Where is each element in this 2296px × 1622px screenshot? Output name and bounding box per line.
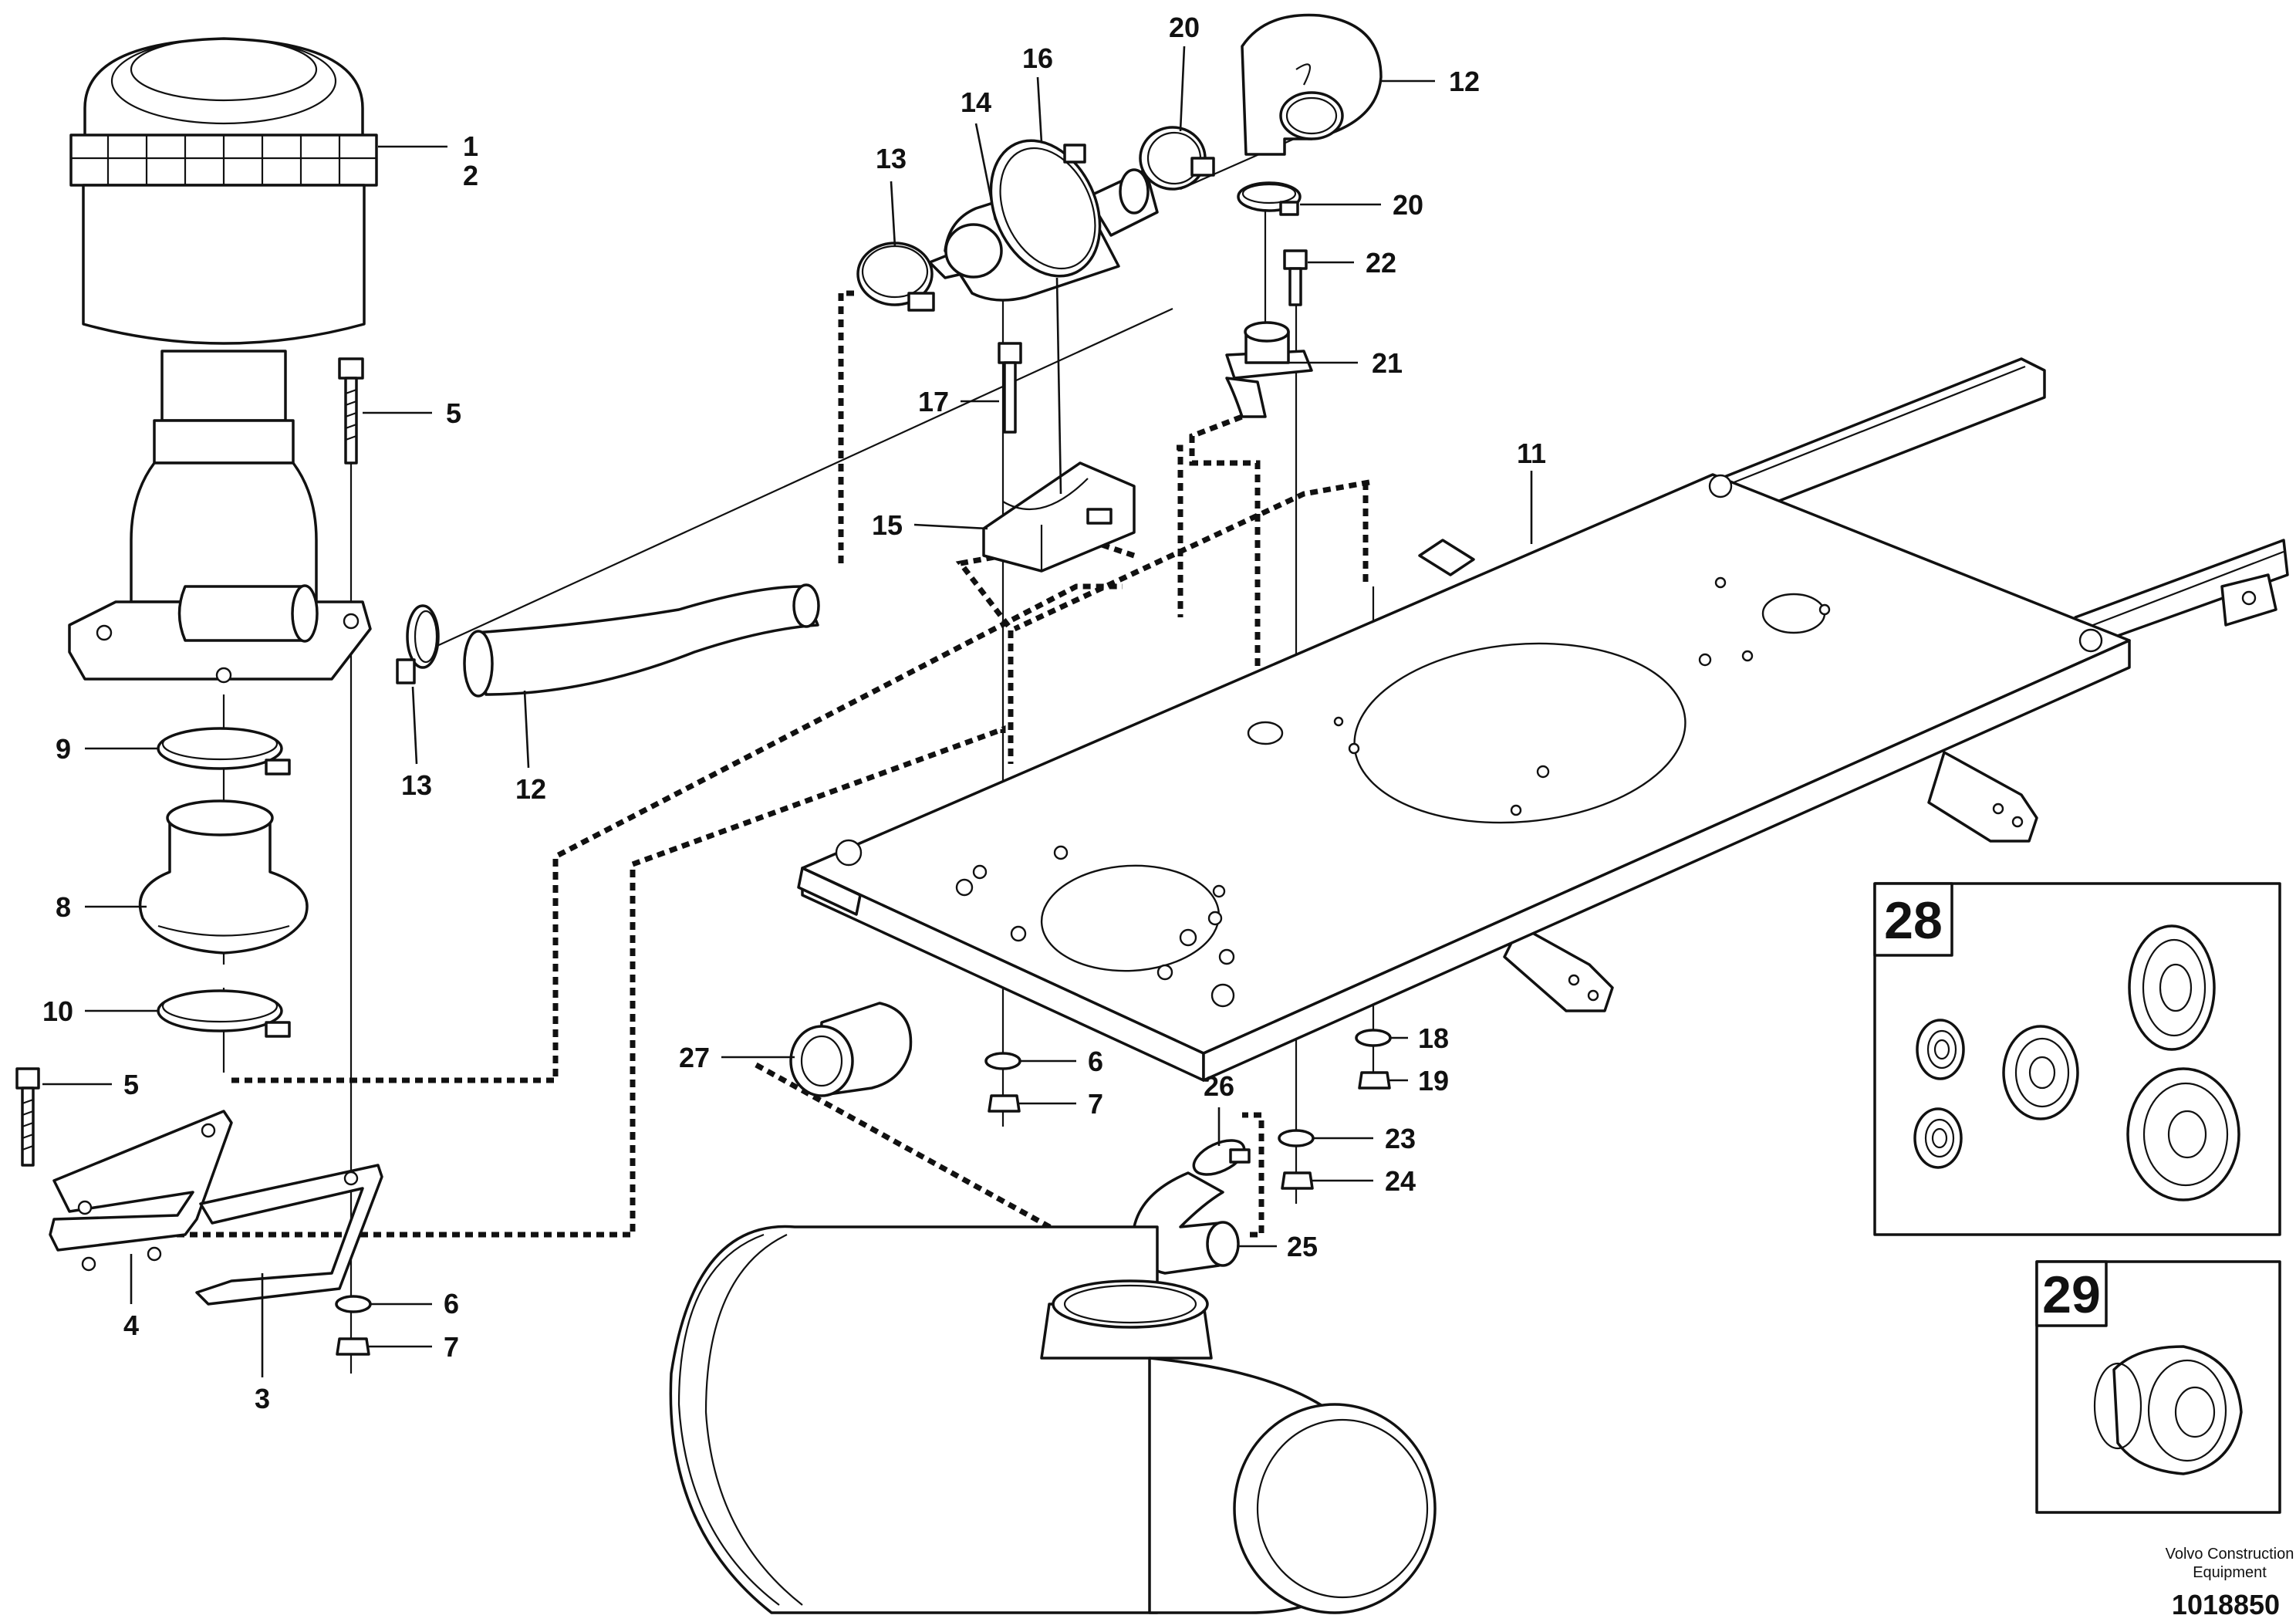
- grommet-small-1: [1916, 1019, 1965, 1080]
- hose-clamp-13-lower: [396, 604, 440, 684]
- inset-28: 28: [1873, 882, 2281, 1236]
- hose-clamp-20-upper: [1139, 126, 1215, 191]
- inset-28-label: 28: [1884, 891, 1943, 950]
- callout-17: 17: [918, 386, 949, 417]
- callout-16: 16: [1022, 42, 1053, 74]
- callout-labels: 1 2 3 4 5 5 6 6 7 7 8 9 10 11 12 12 13 1…: [42, 12, 1546, 1414]
- callout-19: 19: [1418, 1065, 1449, 1097]
- hose-12-lower: [463, 583, 820, 698]
- callout-25: 25: [1287, 1231, 1318, 1262]
- hose-clamp-26: [1192, 1139, 1251, 1176]
- callout-1: 1: [463, 130, 478, 162]
- callout-5-upper: 5: [446, 397, 461, 429]
- callout-23: 23: [1385, 1123, 1416, 1154]
- sleeve-27: [789, 1002, 913, 1097]
- air-cleaner-housing: [669, 1225, 1437, 1614]
- washer-6-center: [984, 1052, 1021, 1070]
- callout-9: 9: [56, 733, 71, 765]
- callout-12-lower: 12: [515, 773, 546, 805]
- elbow-12-upper: [1241, 13, 1383, 156]
- callout-12-upper: 12: [1449, 66, 1480, 97]
- bolt-5-upper: [338, 357, 364, 465]
- callout-4: 4: [123, 1309, 139, 1341]
- frame-legs: [1418, 539, 2038, 1012]
- bracket-3: [195, 1164, 383, 1306]
- callout-leaders: [42, 46, 1533, 1377]
- callout-5-lower: 5: [123, 1069, 139, 1100]
- callout-20-lower: 20: [1393, 189, 1423, 221]
- company-name-line2: Equipment: [2193, 1564, 2267, 1581]
- callout-3: 3: [255, 1383, 270, 1414]
- hose-clamp-9: [157, 727, 291, 776]
- callout-8: 8: [56, 891, 71, 923]
- mounting-plate-11: [797, 473, 2131, 1082]
- bolt-5-lower: [15, 1067, 40, 1167]
- inset-29-label: 29: [2042, 1265, 2101, 1324]
- grommet-medium: [2002, 1025, 2079, 1120]
- company-name-line1: Volvo Construction: [2166, 1546, 2294, 1563]
- air-precleaner-cap: [69, 37, 378, 194]
- callout-22: 22: [1366, 247, 1396, 279]
- pipe-bracket-21: [1225, 321, 1313, 418]
- hose-coupling-8: [138, 799, 309, 955]
- callout-13-lower: 13: [401, 769, 432, 801]
- grommet-large-1: [2128, 924, 2216, 1051]
- callout-11: 11: [1517, 438, 1546, 469]
- support-bracket-15: [982, 461, 1136, 573]
- callout-7-center: 7: [1088, 1088, 1103, 1120]
- callout-2: 2: [463, 160, 478, 191]
- callout-27: 27: [679, 1042, 710, 1073]
- hose-clamp-10: [157, 989, 291, 1038]
- grommet-29: [2093, 1345, 2243, 1475]
- nut-24: [1281, 1171, 1314, 1190]
- bolt-17: [998, 342, 1022, 434]
- callout-18: 18: [1418, 1022, 1449, 1054]
- callout-21: 21: [1372, 347, 1403, 379]
- callout-26: 26: [1204, 1070, 1234, 1102]
- nut-19: [1358, 1071, 1391, 1090]
- callout-10: 10: [42, 995, 73, 1027]
- callout-6-left: 6: [444, 1288, 459, 1320]
- drawing-number: 1018850: [2172, 1589, 2280, 1620]
- bolt-22: [1283, 249, 1308, 306]
- callout-15: 15: [872, 509, 903, 541]
- inset-29: 29: [2035, 1260, 2281, 1514]
- callout-7-left: 7: [444, 1331, 459, 1363]
- hose-clamp-16: [989, 139, 1102, 278]
- callout-13-upper: 13: [876, 143, 907, 174]
- nut-7-center: [988, 1094, 1021, 1113]
- inlet-pipe-flange: [68, 584, 372, 684]
- elbow-hose-25: [1132, 1171, 1240, 1275]
- bracket-4: [49, 1110, 233, 1272]
- washer-23: [1278, 1129, 1315, 1147]
- callout-6-center: 6: [1088, 1046, 1103, 1077]
- washer-6-left: [335, 1295, 372, 1313]
- grommet-large-2: [2126, 1067, 2240, 1201]
- air-precleaner-body: [82, 184, 366, 603]
- callout-24: 24: [1385, 1165, 1416, 1197]
- grommet-small-2: [1913, 1107, 1963, 1169]
- callout-20-upper: 20: [1169, 12, 1200, 43]
- drawing-footer: Volvo Construction Equipment 1018850: [2166, 1546, 2294, 1620]
- callout-14: 14: [961, 86, 991, 118]
- nut-7-left: [336, 1337, 370, 1356]
- hose-clamp-13-upper: [856, 242, 935, 312]
- hose-clamp-20-lower: [1237, 181, 1302, 216]
- washer-18: [1355, 1029, 1392, 1047]
